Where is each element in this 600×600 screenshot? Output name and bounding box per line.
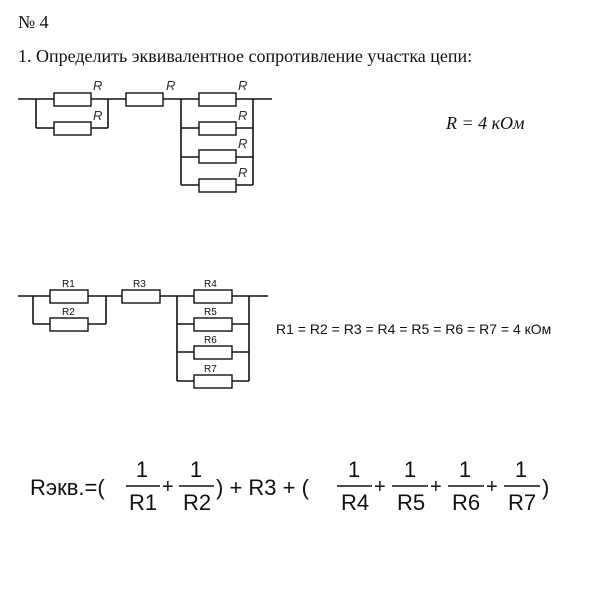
resistor-top-4 xyxy=(198,92,237,107)
resistor-top-1 xyxy=(53,92,92,107)
resistor-label: R xyxy=(238,78,247,93)
resistor-label-r2: R2 xyxy=(62,307,75,318)
resistor-label-r1: R1 xyxy=(62,279,75,290)
resistor-top-2 xyxy=(53,121,92,136)
resistor-label: R xyxy=(238,165,247,180)
task-number: № 4 xyxy=(18,12,49,32)
resistor-label: R xyxy=(93,78,102,93)
fraction-denominator-r2: R2 xyxy=(183,490,211,515)
resistor-r1 xyxy=(49,289,89,304)
plus-sign: + xyxy=(430,476,442,498)
fraction-denominator-r5: R5 xyxy=(397,490,425,515)
resistor-label: R xyxy=(238,136,247,151)
task-text: 1. Определить эквивалентное сопротивлени… xyxy=(18,46,473,66)
resistor-top-3 xyxy=(125,92,164,107)
resistor-label-r5: R5 xyxy=(204,307,217,318)
fraction-numerator: 1 xyxy=(404,457,416,482)
formula-close-paren: ) xyxy=(542,475,549,500)
fraction-denominator-r7: R7 xyxy=(508,490,536,515)
resistor-label: R xyxy=(238,108,247,123)
resistor-r5 xyxy=(193,317,233,332)
resistor-label-r4: R4 xyxy=(204,279,217,290)
resistor-r3 xyxy=(121,289,161,304)
resistor-label-r6: R6 xyxy=(204,335,217,346)
resistor-top-7 xyxy=(198,178,237,193)
resistor-r2 xyxy=(49,317,89,332)
fraction-denominator-r1: R1 xyxy=(129,490,157,515)
resistor-label: R xyxy=(93,108,102,123)
resistor-label-r3: R3 xyxy=(133,279,146,290)
resistor-r7 xyxy=(193,374,233,389)
fraction-denominator-r6: R6 xyxy=(452,490,480,515)
formula-lhs: Rэкв.=( xyxy=(30,475,105,500)
fraction-numerator: 1 xyxy=(348,457,360,482)
resistance-equality: R1 = R2 = R3 = R4 = R5 = R6 = R7 = 4 кОм xyxy=(276,321,552,337)
fraction-numerator: 1 xyxy=(136,457,148,482)
fraction-numerator: 1 xyxy=(190,457,202,482)
plus-sign: + xyxy=(486,476,498,498)
resistor-r6 xyxy=(193,345,233,360)
resistor-r4 xyxy=(193,289,233,304)
resistor-label: R xyxy=(166,78,175,93)
fraction-denominator-r4: R4 xyxy=(341,490,369,515)
fraction-numerator: 1 xyxy=(515,457,527,482)
resistor-label-r7: R7 xyxy=(204,364,217,375)
given-resistance-value: R = 4 кОм xyxy=(446,113,525,133)
plus-sign: + xyxy=(162,476,174,498)
fraction-numerator: 1 xyxy=(459,457,471,482)
plus-sign: + xyxy=(374,476,386,498)
resistor-top-5 xyxy=(198,121,237,136)
resistor-top-6 xyxy=(198,149,237,164)
formula-middle: ) + R3 + ( xyxy=(216,475,310,500)
